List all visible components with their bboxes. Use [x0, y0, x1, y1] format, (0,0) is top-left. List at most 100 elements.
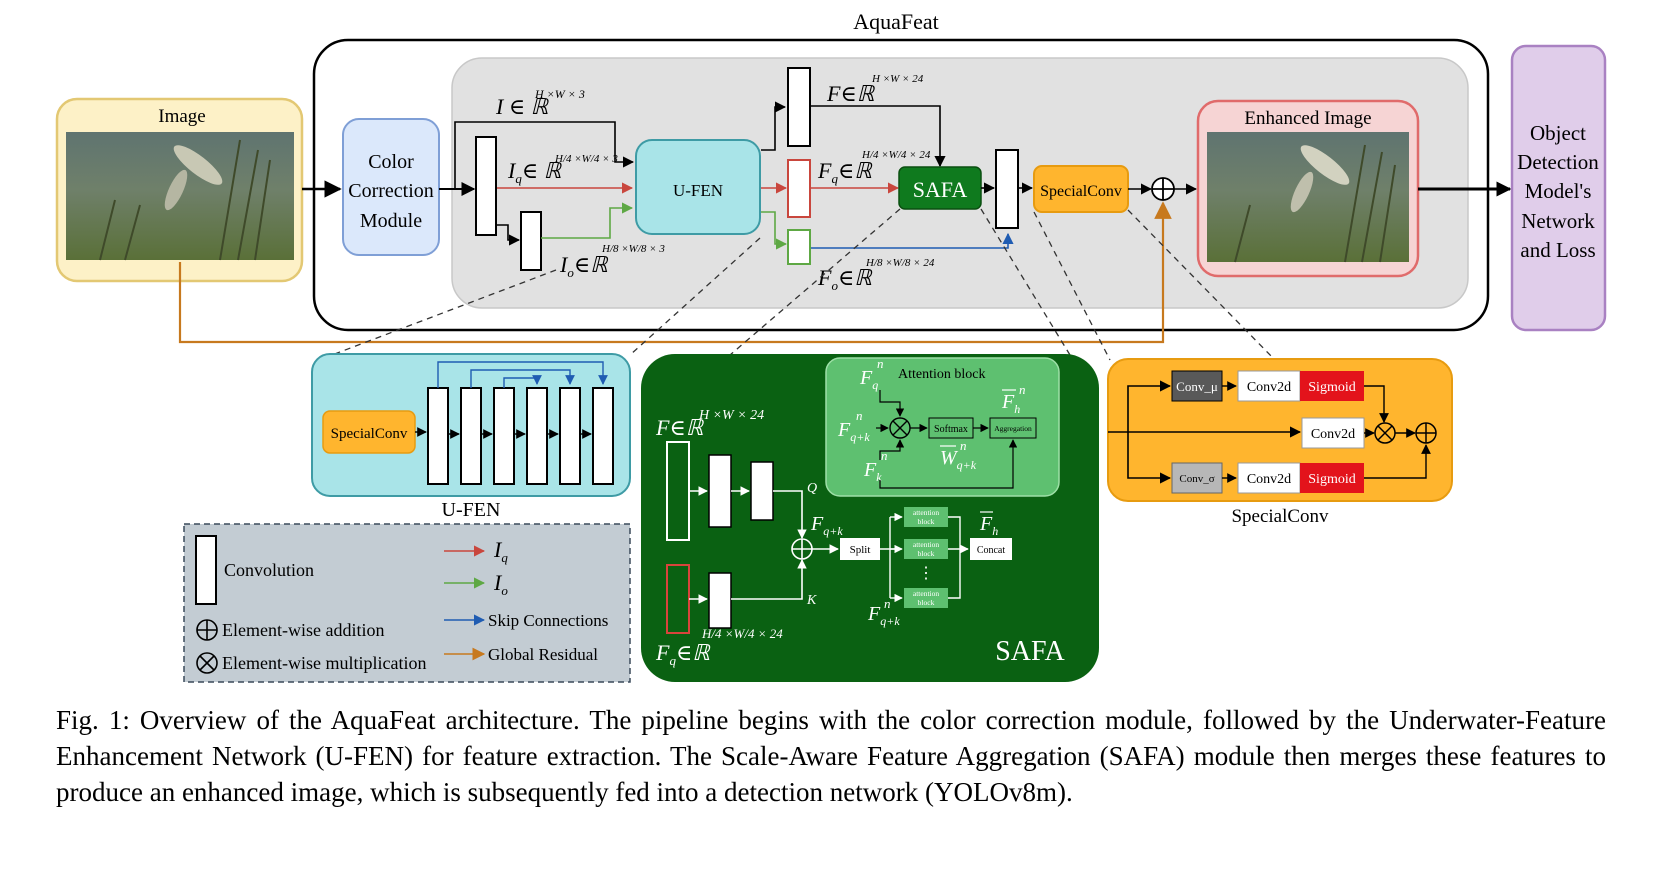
aquafeat-architecture-diagram: AquaFeat Image Color Correction Module I…: [55, 9, 1607, 683]
sigmoid-top-label: Sigmoid: [1308, 380, 1355, 395]
ufen-conv-5: [559, 387, 581, 485]
odm-line-2: Detection: [1517, 150, 1599, 174]
ufen-conv-6: [592, 387, 614, 485]
specialconv-label: SpecialConv: [1040, 183, 1122, 200]
ccm-line-1: Color: [368, 151, 414, 173]
odm-line-5: and Loss: [1520, 238, 1595, 262]
ufen-block: U-FEN: [635, 139, 761, 235]
specialconv-detail-title: SpecialConv: [1231, 506, 1329, 527]
label-i: I ∈ ℝ: [495, 94, 550, 119]
label-i-dims: H ×W × 3: [534, 87, 585, 101]
fish-shape: [1300, 145, 1350, 185]
safa-split: [840, 538, 880, 560]
color-correction-module: Color Correction Module: [342, 118, 440, 256]
sigmoid-top: [1300, 371, 1364, 401]
legend-residual: Global Residual: [488, 645, 598, 664]
label-iq-dims: H/4 ×W/4 × 3: [554, 153, 618, 165]
attention-block-2-a: attention: [913, 540, 939, 549]
zoom-line: [729, 208, 901, 356]
safa-concat-label: Concat: [977, 545, 1006, 556]
att-fk-sup: n: [881, 448, 888, 463]
add-icon: [1151, 177, 1175, 201]
arrow-ufen-to-f: [761, 101, 787, 151]
sigmoid-bottom-label: Sigmoid: [1308, 472, 1355, 487]
skip-connection: [503, 375, 542, 388]
skip-connection: [437, 361, 608, 388]
safa-q-label: Q: [807, 481, 817, 496]
legend-iq: Iq: [493, 537, 508, 565]
conv-block-input: [475, 136, 497, 236]
safa-k-label: K: [806, 593, 817, 608]
arrow-i-to-ufen: [454, 121, 635, 189]
zoom-line: [629, 237, 761, 356]
zoom-line: [331, 269, 557, 356]
conv-block-out: [995, 149, 1019, 229]
safa-f-dims: H ×W × 24: [698, 408, 764, 423]
label-f: F∈ℝ: [826, 81, 876, 106]
attention-block-2-b: block: [918, 549, 935, 558]
ufen-label: U-FEN: [673, 181, 723, 200]
ufen-specialconv-label: SpecialConv: [331, 426, 408, 442]
odm-line-3: Model's: [1525, 179, 1592, 203]
arrow-ufen-to-fo: [761, 211, 788, 250]
legend-conv-swatch: [195, 535, 217, 605]
ufen-conv-1: [427, 387, 449, 485]
safa-fh-label: Fh: [979, 513, 998, 538]
att-fq-sup: n: [877, 356, 884, 371]
safa-concat: [970, 538, 1012, 560]
safa-fq-label: Fq∈ℝ: [655, 640, 711, 668]
legend-io: Io: [493, 570, 508, 598]
sigmoid-bottom: [1300, 463, 1364, 493]
arrow-fo-to-safa-out: [811, 232, 1014, 249]
conv2d-mid-label: Conv2d: [1311, 427, 1355, 442]
arrow-f-to-safa: [811, 105, 946, 168]
safa-split-label: Split: [850, 544, 871, 556]
safa-conv-q: [750, 461, 774, 521]
label-fo: Fo∈ℝ: [817, 265, 873, 293]
conv-mu-box: [1171, 370, 1223, 402]
safa-conv-k: [708, 572, 732, 629]
conv-mu-label: Conv_μ: [1176, 379, 1218, 394]
reed-shape: [1234, 144, 1396, 263]
label-fo-dims: H/8 ×W/8 × 24: [865, 257, 935, 269]
input-image-block: Image: [55, 97, 304, 283]
attention-block-3-b: block: [918, 598, 935, 607]
odm-line-1: Object: [1530, 121, 1586, 145]
legend: Convolution Element-wise addition Elemen…: [183, 523, 631, 683]
softmax-label: Softmax: [934, 424, 968, 435]
conv2d-bottom-label: Conv2d: [1247, 472, 1291, 487]
aquafeat-frame: [312, 38, 1490, 332]
safa-detail-title: SAFA: [995, 636, 1065, 667]
add-icon: [791, 538, 813, 560]
safa-detail: SAFA F∈ℝ H ×W × 24 Q K Fq∈ℝ H/4 ×W/4 × 2…: [641, 354, 1099, 682]
feature-fq: [787, 159, 811, 218]
zoom-line: [1033, 211, 1111, 361]
legend-mult: Element-wise multiplication: [222, 653, 426, 673]
att-w-sup: n: [960, 438, 967, 453]
reed-shape: [99, 139, 271, 261]
fish-shape: [173, 145, 223, 185]
attention-ellipsis: ⋮: [918, 565, 934, 582]
ufen-conv-3: [493, 387, 515, 485]
arrow-conv-to-down: [497, 224, 521, 246]
att-fq-label: Fq: [859, 367, 878, 392]
multiply-icon: [196, 652, 218, 674]
odm-line-4: Network: [1521, 209, 1595, 233]
attention-block-1-b: block: [918, 517, 935, 526]
attention-block-1-a: attention: [913, 508, 939, 517]
conv2d-top-label: Conv2d: [1247, 380, 1291, 395]
arrow-io-to-ufen: [541, 202, 634, 239]
figure-caption: Fig. 1: Overview of the AquaFeat archite…: [56, 705, 1606, 807]
safa-fqk-label: Fq+k: [810, 513, 843, 538]
skip-connection: [470, 369, 575, 388]
ccm-line-3: Module: [360, 210, 422, 232]
safa-fqkn-label: Fq+k: [867, 603, 900, 628]
conv-sigma-label: Conv_σ: [1179, 473, 1214, 485]
image-label: Image: [158, 106, 205, 127]
att-fqk-label: Fq+k: [837, 419, 870, 444]
label-io-dims: H/8 ×W/8 × 3: [601, 243, 665, 255]
safa-conv-f2: [708, 454, 732, 528]
attention-block-3: [904, 588, 948, 608]
enhanced-image-label: Enhanced Image: [1244, 108, 1371, 129]
attention-block-title: Attention block: [898, 367, 986, 382]
